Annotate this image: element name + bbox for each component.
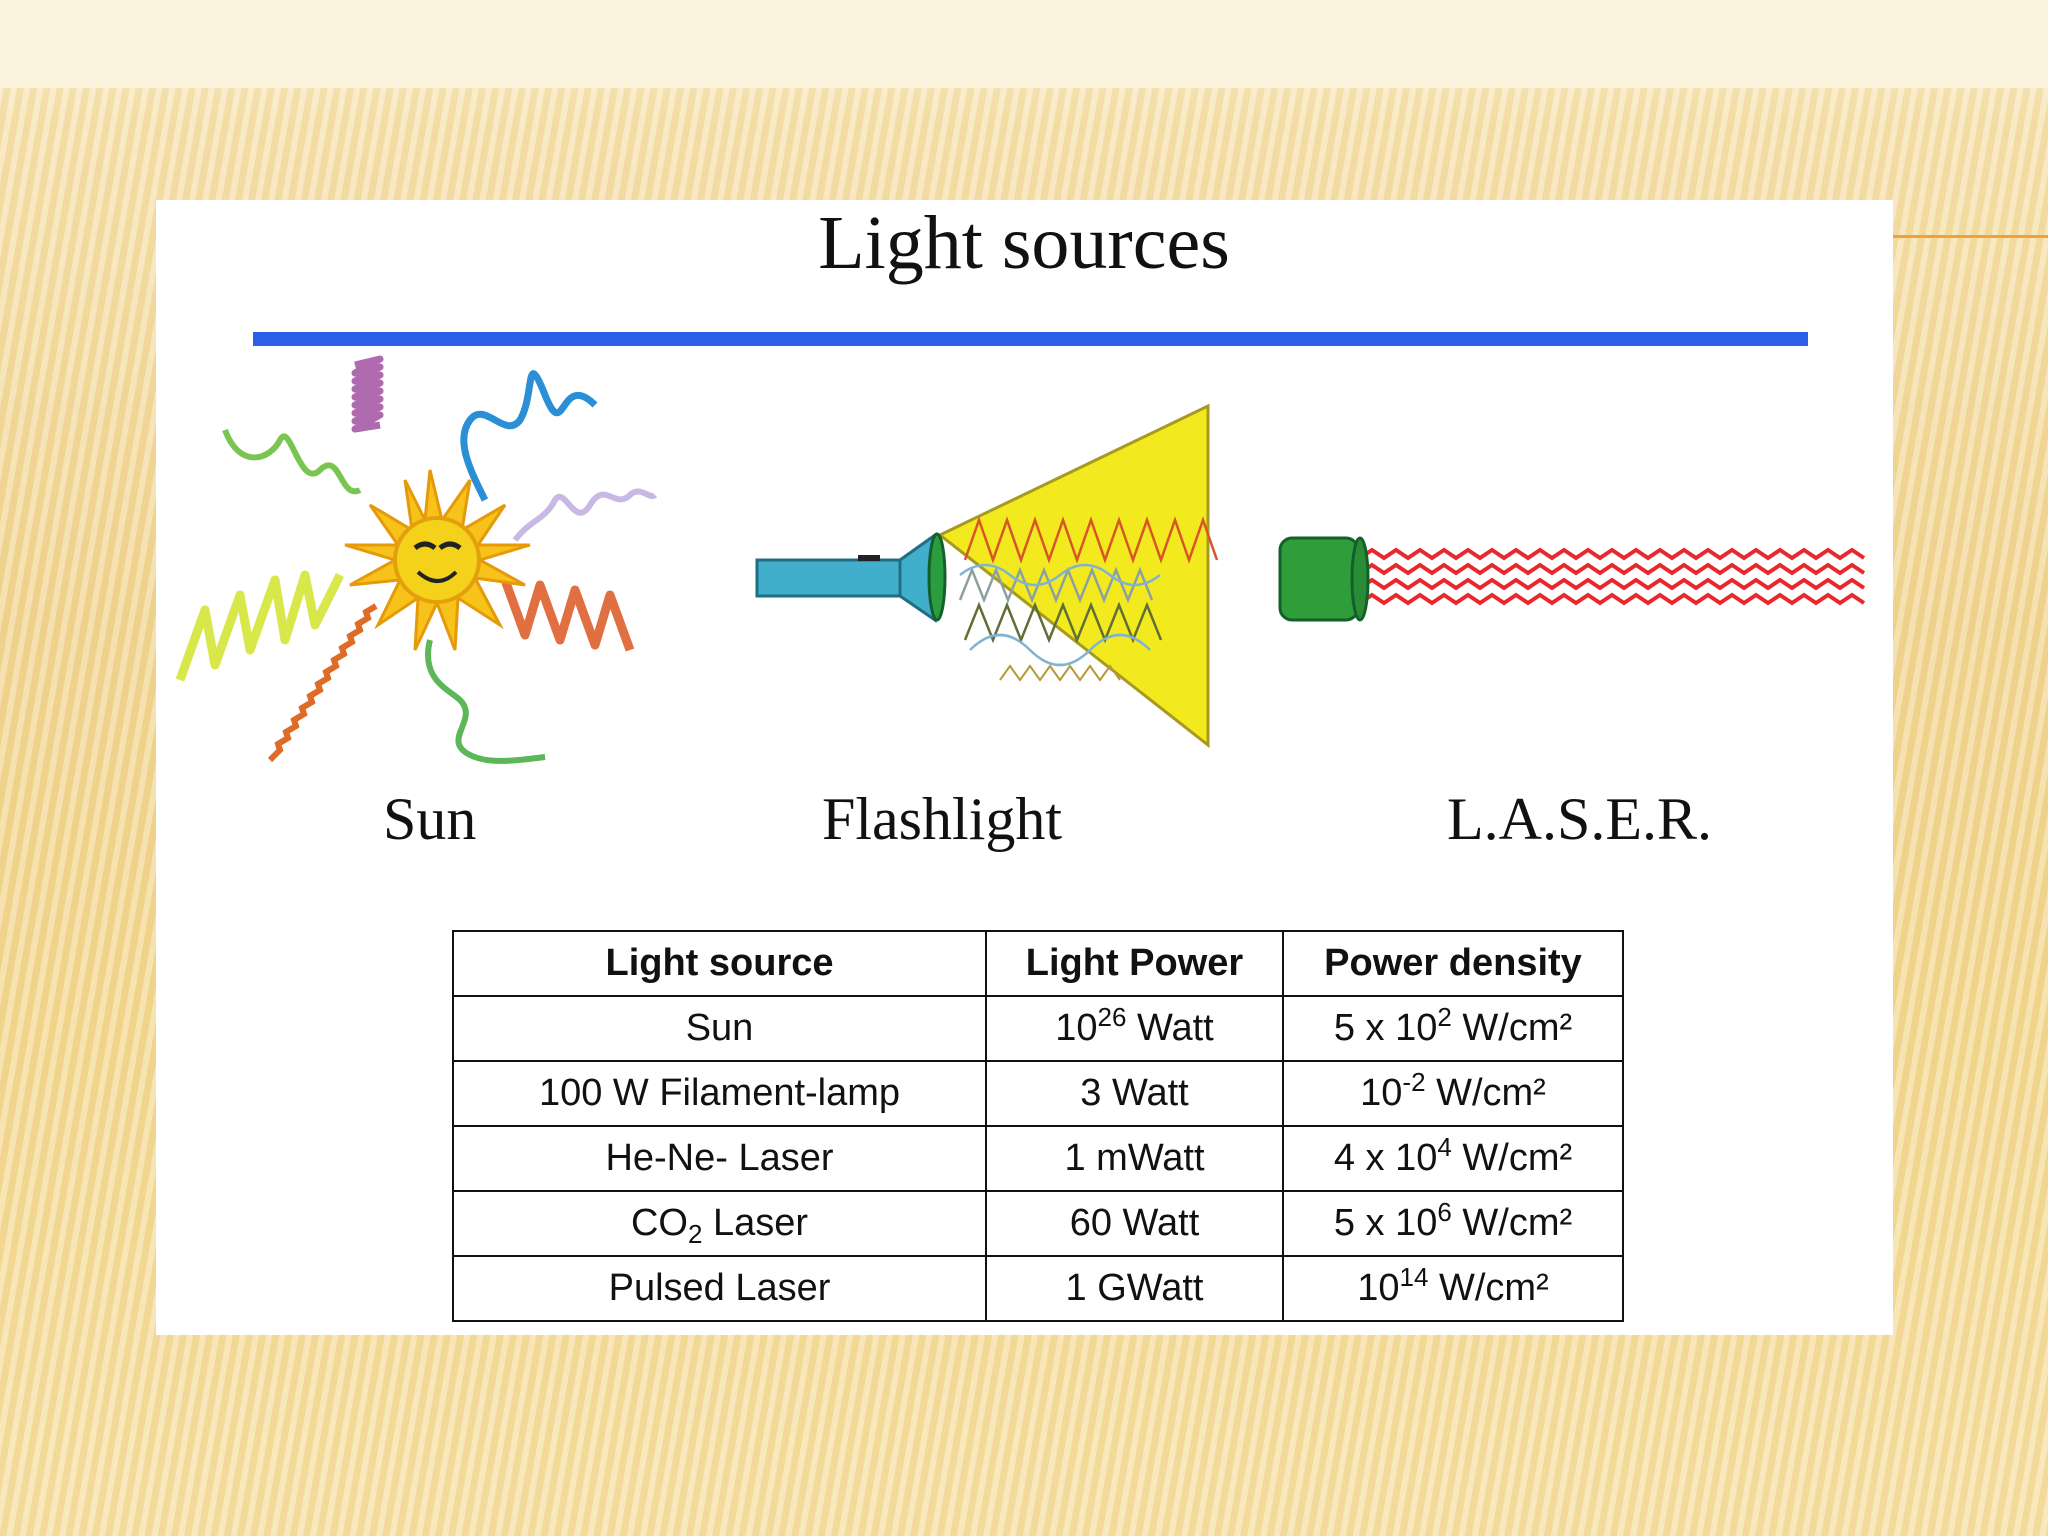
cell-power: 60 Watt xyxy=(985,1190,1284,1257)
caption-laser: L.A.S.E.R. xyxy=(1447,786,1713,852)
purple-wave xyxy=(351,355,384,433)
flashlight-switch xyxy=(858,555,880,561)
cell-density: 4 x 104 W/cm² xyxy=(1282,1125,1624,1192)
cell-density: 10-2 W/cm² xyxy=(1282,1060,1624,1127)
laser-wave-2 xyxy=(1358,562,1866,576)
table-row: Pulsed Laser 1 GWatt 1014 W/cm² xyxy=(452,1255,1624,1322)
laser-wave-3 xyxy=(1358,577,1866,591)
flashlight-handle xyxy=(755,558,904,598)
laser-aperture xyxy=(1350,536,1370,622)
sun-face xyxy=(393,516,481,604)
orange-wave xyxy=(500,578,635,652)
caption-sun: Sun xyxy=(383,786,477,852)
cell-power: 1 GWatt xyxy=(985,1255,1284,1322)
sun-illustration xyxy=(175,355,658,764)
flashlight-illustration xyxy=(755,403,1219,749)
beam-wave-blue xyxy=(959,563,1161,667)
yellow-wave xyxy=(175,570,345,682)
light-source-table: Light source Light Power Power density S… xyxy=(452,930,1624,1322)
title-underline-bar xyxy=(253,332,1808,346)
light-beam xyxy=(937,403,1210,749)
cell-power: 1026 Watt xyxy=(985,995,1284,1062)
beam-wave-small xyxy=(999,664,1121,682)
table-row: Sun 1026 Watt 5 x 102 W/cm² xyxy=(452,995,1624,1062)
slide-title: Light sources xyxy=(818,201,1230,285)
laser-illustration xyxy=(1278,536,1866,622)
laser-emitter xyxy=(1278,536,1360,622)
cell-source: 100 W Filament-lamp xyxy=(452,1060,987,1127)
green-wave xyxy=(425,639,546,764)
caption-flashlight: Flashlight xyxy=(822,786,1063,852)
cell-density: 5 x 102 W/cm² xyxy=(1282,995,1624,1062)
header-light-power: Light Power xyxy=(985,930,1284,997)
header-power-density: Power density xyxy=(1282,930,1624,997)
table-header-row: Light source Light Power Power density xyxy=(452,930,1624,997)
table-row: 100 W Filament-lamp 3 Watt 10-2 W/cm² xyxy=(452,1060,1624,1127)
lavender-wave xyxy=(512,488,658,542)
orange-fine-wave xyxy=(267,603,378,763)
top-band xyxy=(0,0,2048,88)
beam-wave-red xyxy=(963,516,1219,564)
beam-wave-dark xyxy=(963,601,1163,644)
laser-wave-4 xyxy=(1358,592,1866,606)
sun-smile xyxy=(416,570,458,583)
table-row: He-Ne- Laser 1 mWatt 4 x 104 W/cm² xyxy=(452,1125,1624,1192)
cell-density: 5 x 106 W/cm² xyxy=(1282,1190,1624,1257)
header-light-source: Light source xyxy=(452,930,987,997)
accent-line xyxy=(1893,235,2048,238)
cell-source: Sun xyxy=(452,995,987,1062)
cell-source: CO2 Laser xyxy=(452,1190,987,1257)
cell-power: 1 mWatt xyxy=(985,1125,1284,1192)
flashlight-lens xyxy=(927,532,947,622)
sun-glasses xyxy=(413,541,462,551)
light-green-wave xyxy=(222,428,362,495)
laser-wave-1 xyxy=(1358,547,1866,561)
cell-power: 3 Watt xyxy=(985,1060,1284,1127)
cell-density: 1014 W/cm² xyxy=(1282,1255,1624,1322)
table-row: CO2 Laser 60 Watt 5 x 106 W/cm² xyxy=(452,1190,1624,1257)
cell-source: He-Ne- Laser xyxy=(452,1125,987,1192)
blue-wave xyxy=(460,370,598,502)
cell-source: Pulsed Laser xyxy=(452,1255,987,1322)
